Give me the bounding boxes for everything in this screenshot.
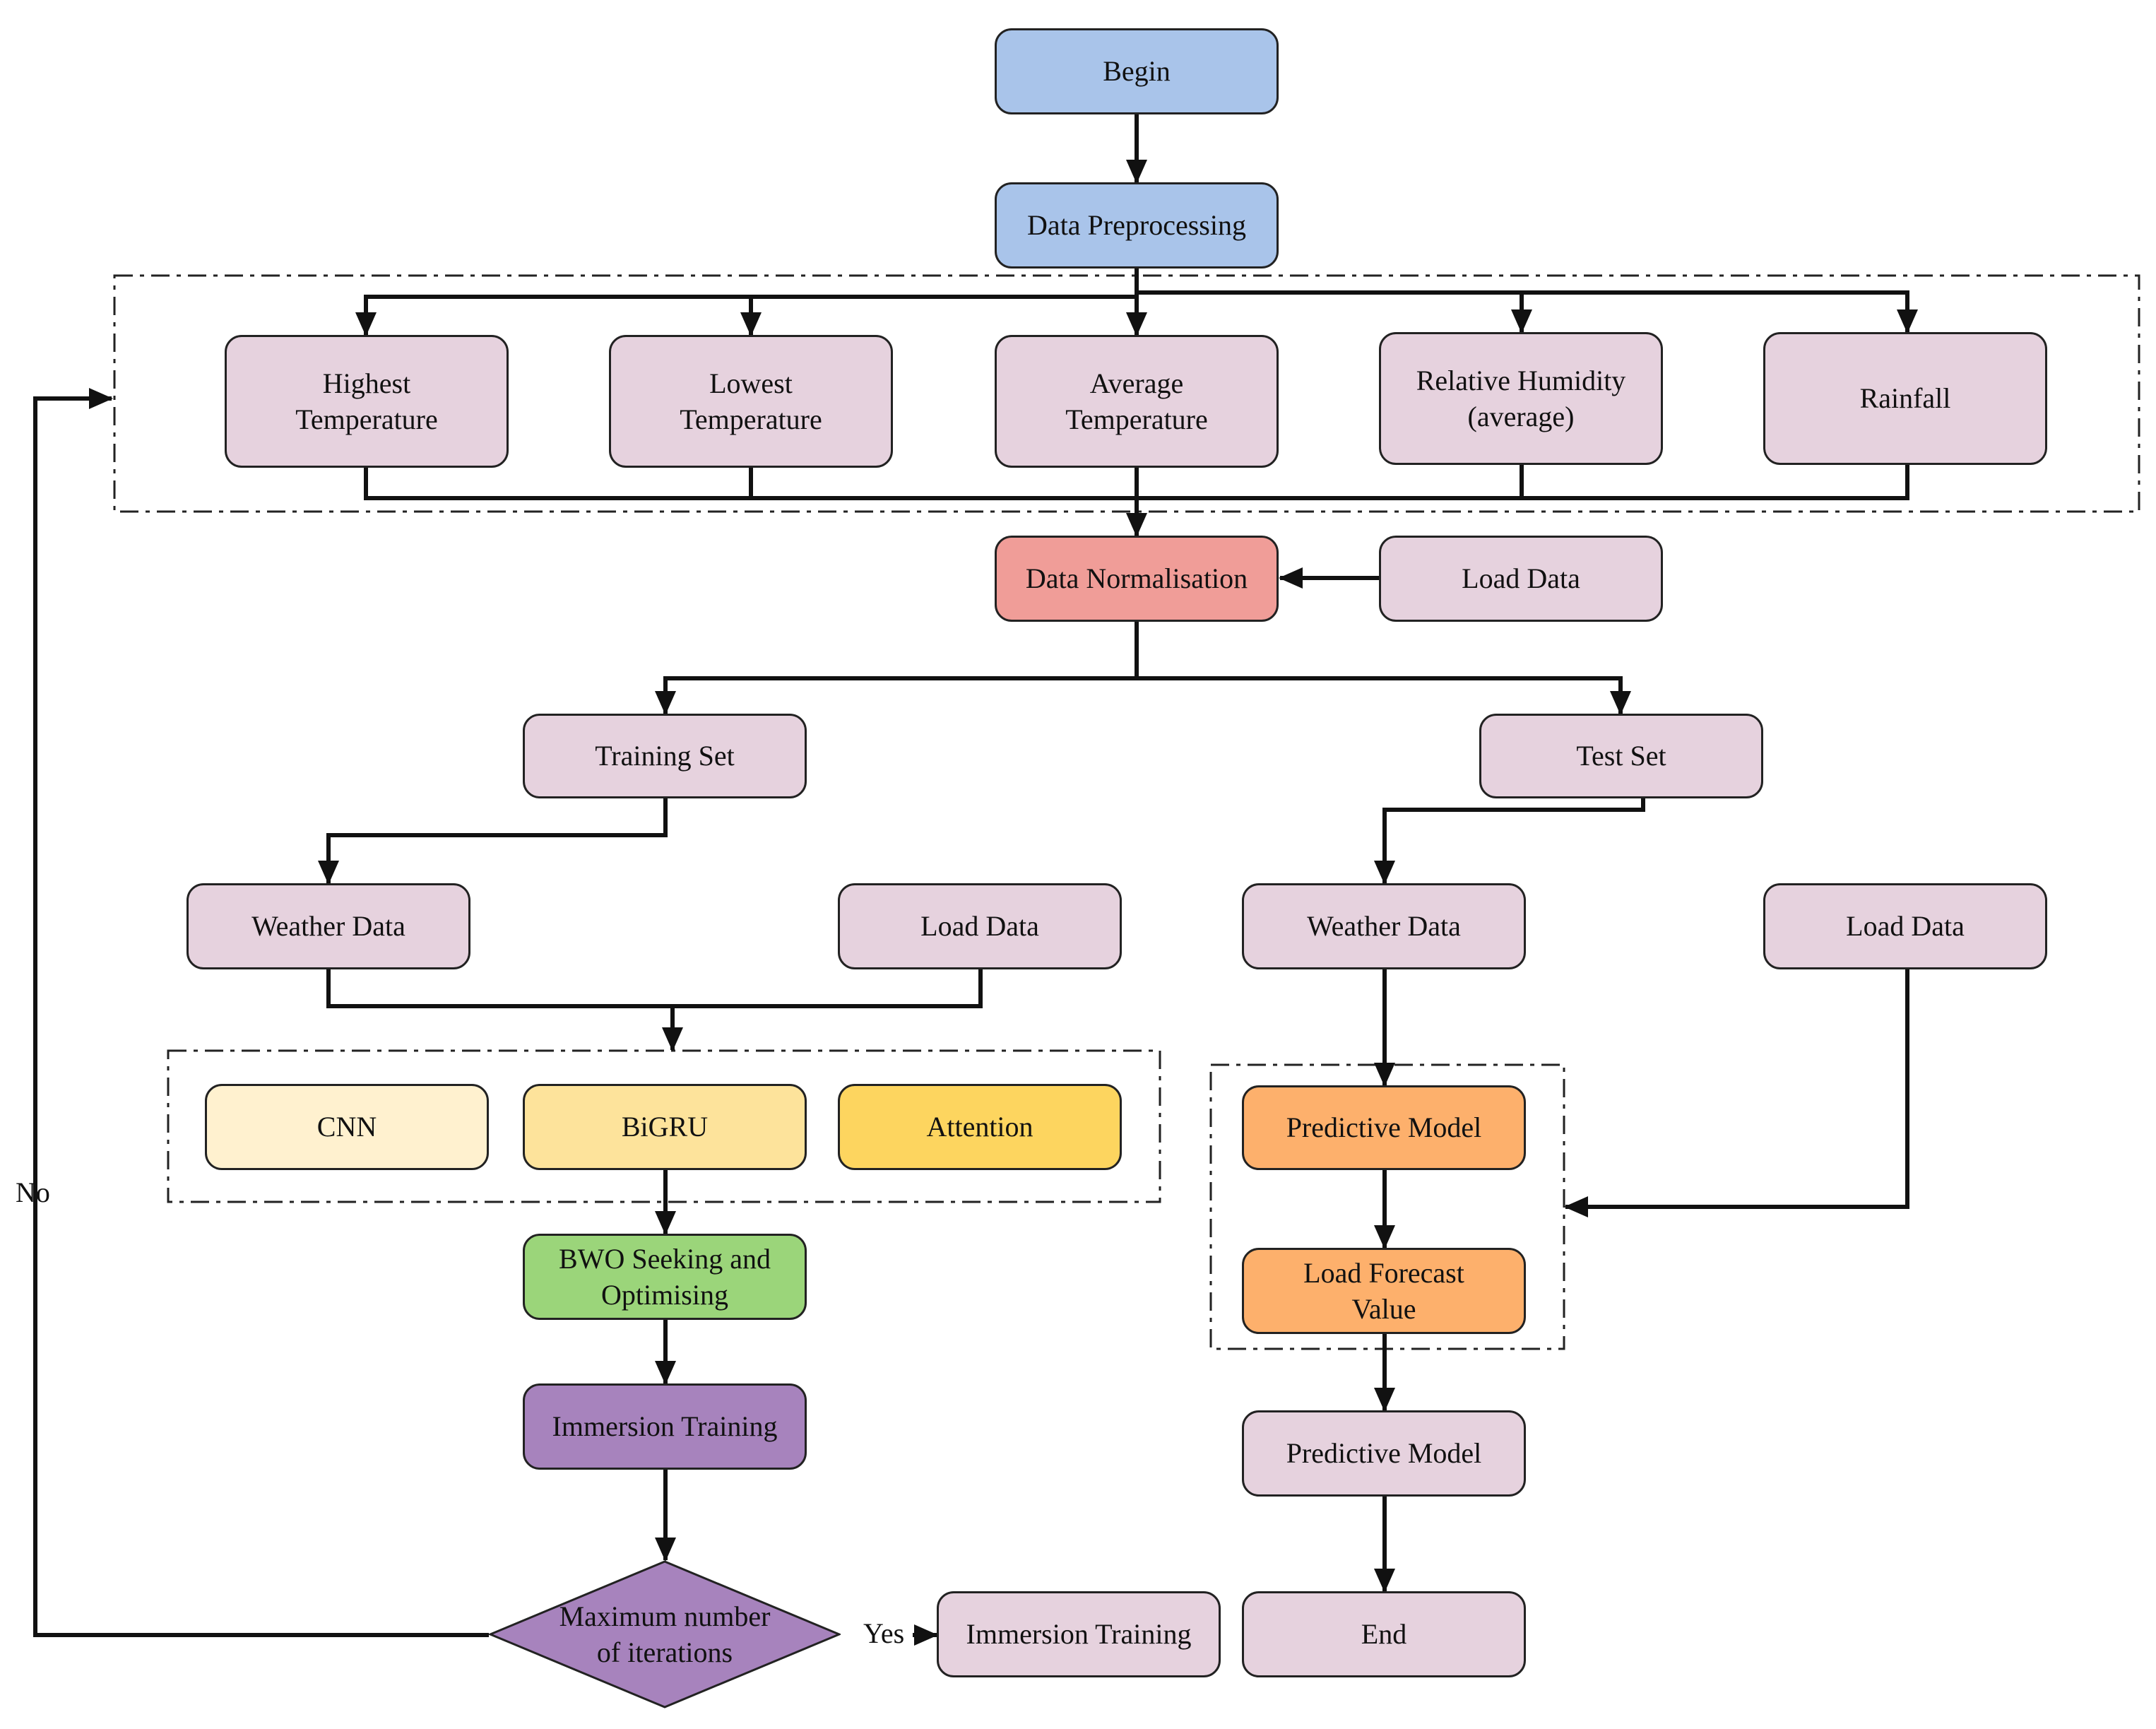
- predictive-model-orange-node: Predictive Model: [1242, 1085, 1526, 1170]
- edge-test-weather: [1374, 798, 1645, 885]
- data-preprocessing-label: Data Preprocessing: [1027, 209, 1246, 242]
- immersion-training-yes-label: Immersion Training: [966, 1618, 1192, 1651]
- weather-data-train-node: Weather Data: [186, 883, 470, 969]
- edge-no-loop: [33, 388, 489, 1637]
- edge-training-weather: [318, 798, 668, 885]
- begin-node: Begin: [995, 28, 1279, 114]
- predictive-model-orange-label: Predictive Model: [1286, 1111, 1482, 1144]
- weather-data-train-label: Weather Data: [251, 910, 405, 943]
- immersion-training-label: Immersion Training: [552, 1410, 778, 1443]
- lowest-temperature-label: Lowest Temperature: [680, 367, 822, 435]
- load-data-top-node: Load Data: [1379, 536, 1663, 622]
- bigru-label: BiGRU: [621, 1111, 709, 1143]
- relative-humidity-label: Relative Humidity (average): [1416, 364, 1626, 432]
- cnn-label: CNN: [316, 1111, 377, 1143]
- average-temperature-node: Average Temperature: [995, 335, 1279, 468]
- end-label: End: [1361, 1618, 1407, 1651]
- bwo-label: BWO Seeking and Optimising: [559, 1242, 771, 1311]
- max-iterations-label: Maximum number of iterations: [559, 1600, 771, 1668]
- load-forecast-value-label: Load Forecast Value: [1303, 1256, 1464, 1325]
- immersion-training-node: Immersion Training: [523, 1383, 807, 1470]
- bwo-node: BWO Seeking and Optimising: [523, 1234, 807, 1320]
- max-iterations-decision: Maximum number of iterations: [489, 1560, 841, 1709]
- edge-train-merge: [326, 969, 983, 1008]
- data-normalisation-node: Data Normalisation: [995, 536, 1279, 622]
- feature-group-box: [113, 274, 2140, 513]
- test-set-label: Test Set: [1576, 740, 1666, 772]
- load-data-train-node: Load Data: [838, 883, 1122, 969]
- relative-humidity-node: Relative Humidity (average): [1379, 332, 1663, 465]
- data-preprocessing-node: Data Preprocessing: [995, 182, 1279, 269]
- attention-node: Attention: [838, 1084, 1122, 1170]
- edge-fanout-left: [355, 295, 1137, 336]
- predictive-model-final-label: Predictive Model: [1286, 1437, 1482, 1470]
- load-forecast-value-node: Load Forecast Value: [1242, 1248, 1526, 1334]
- end-node: End: [1242, 1591, 1526, 1677]
- yes-label: Yes: [863, 1617, 905, 1649]
- data-normalisation-label: Data Normalisation: [1025, 562, 1248, 595]
- training-set-node: Training Set: [523, 714, 807, 798]
- training-set-label: Training Set: [595, 740, 735, 772]
- edge-testload-box: [1564, 969, 1909, 1217]
- weather-data-test-label: Weather Data: [1307, 910, 1461, 943]
- test-set-node: Test Set: [1479, 714, 1763, 798]
- predictive-model-final-node: Predictive Model: [1242, 1410, 1526, 1497]
- immersion-training-yes-node: Immersion Training: [937, 1591, 1221, 1677]
- average-temperature-label: Average Temperature: [1065, 367, 1208, 435]
- begin-label: Begin: [1103, 55, 1171, 88]
- edge-split-training: [655, 676, 1137, 715]
- edge-fanout-right: [1137, 290, 1918, 334]
- bigru-node: BiGRU: [523, 1084, 807, 1170]
- edge-split-test: [1137, 676, 1631, 715]
- cnn-node: CNN: [205, 1084, 489, 1170]
- load-data-top-label: Load Data: [1462, 562, 1580, 595]
- load-data-test-label: Load Data: [1846, 910, 1965, 943]
- rainfall-node: Rainfall: [1763, 332, 2047, 465]
- no-label: No: [16, 1176, 50, 1208]
- weather-data-test-node: Weather Data: [1242, 883, 1526, 969]
- rainfall-label: Rainfall: [1859, 382, 1951, 415]
- load-data-train-label: Load Data: [920, 910, 1039, 943]
- lowest-temperature-node: Lowest Temperature: [609, 335, 893, 468]
- load-data-test-node: Load Data: [1763, 883, 2047, 969]
- highest-temperature-label: Highest Temperature: [295, 367, 438, 435]
- highest-temperature-node: Highest Temperature: [225, 335, 509, 468]
- diamond-shape: [489, 1560, 841, 1709]
- attention-label: Attention: [926, 1111, 1033, 1143]
